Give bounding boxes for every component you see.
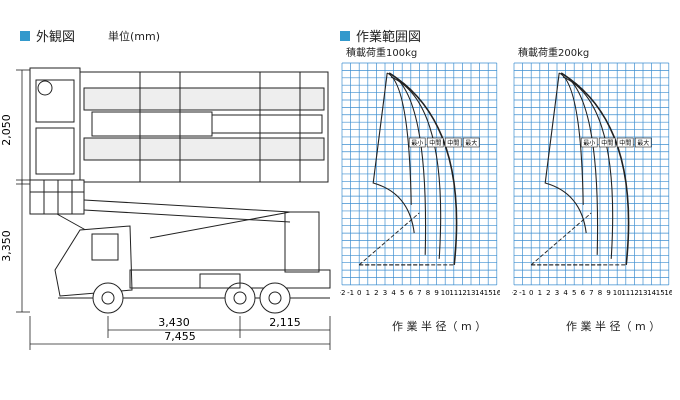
boom-line bbox=[530, 212, 592, 266]
section-marker-icon bbox=[340, 30, 350, 41]
exterior-title: 外観図 bbox=[36, 30, 76, 45]
exterior-drawing: 2,050 3,350 3,430 bbox=[0, 67, 331, 350]
envelope-label: 中間 bbox=[601, 139, 613, 147]
envelope-label: 最大 bbox=[637, 139, 649, 147]
tick-label: 2 bbox=[546, 289, 550, 297]
tick-label: 4 bbox=[391, 289, 396, 297]
xaxis-label: 作 業 半 径（ m ） bbox=[392, 320, 487, 333]
width-dimension bbox=[16, 69, 30, 185]
tick-label: 14 bbox=[475, 289, 484, 297]
tick-label: 12 bbox=[458, 289, 467, 297]
range-title: 作業範囲図 bbox=[356, 30, 422, 45]
range-envelope-line bbox=[390, 76, 442, 259]
range-envelope-line bbox=[372, 72, 415, 234]
tick-label: 5 bbox=[572, 289, 576, 297]
envelope-label: 中間 bbox=[429, 139, 441, 147]
tick-label: 1 bbox=[366, 289, 370, 297]
tick-label: 15 bbox=[484, 289, 493, 297]
length-dimension bbox=[29, 316, 331, 350]
range-envelope-line bbox=[388, 72, 427, 255]
tick-label: 13 bbox=[639, 289, 648, 297]
range-envelope-line bbox=[560, 72, 599, 255]
tick-label: 0 bbox=[357, 289, 361, 297]
xaxis-label: 作 業 半 径（ m ） bbox=[566, 320, 661, 333]
tick-label: -1 bbox=[347, 289, 354, 297]
range-panel-100: 積載荷重100kg -2-1012345678910111213141516最小… bbox=[339, 44, 502, 333]
tick-label: 1 bbox=[538, 289, 542, 297]
tick-label: 8 bbox=[598, 289, 602, 297]
envelope-label: 最小 bbox=[583, 139, 595, 147]
envelope-label-box bbox=[616, 137, 634, 148]
tick-label: 16 bbox=[664, 289, 672, 297]
tick-label: 0 bbox=[529, 289, 533, 297]
envelope-label-box bbox=[444, 137, 462, 148]
envelope-label-box bbox=[426, 137, 444, 148]
height-value: 3,350 bbox=[0, 230, 13, 262]
tick-label: 8 bbox=[426, 289, 430, 297]
tick-label: 9 bbox=[434, 289, 438, 297]
range-panel-200: 積載荷重200kg -2-1012345678910111213141516最小… bbox=[511, 44, 674, 333]
tick-label: 10 bbox=[441, 289, 450, 297]
width-value: 2,050 bbox=[0, 114, 13, 146]
range-envelope-line bbox=[560, 72, 630, 265]
tick-label: 7 bbox=[589, 289, 593, 297]
tick-label: 7 bbox=[417, 289, 421, 297]
range-envelope-line bbox=[386, 72, 412, 205]
tick-label: 3 bbox=[555, 289, 559, 297]
envelope-label-box bbox=[462, 137, 480, 148]
section-marker-icon bbox=[20, 30, 30, 41]
tick-label: 5 bbox=[400, 289, 404, 297]
tick-label: 9 bbox=[606, 289, 610, 297]
panel-title: 積載荷重200kg bbox=[518, 48, 590, 59]
height-dimension bbox=[16, 179, 30, 313]
envelope-label-box bbox=[598, 137, 616, 148]
envelope-label-box bbox=[408, 137, 426, 148]
envelope-label: 中間 bbox=[447, 139, 459, 147]
front-value: 3,430 bbox=[158, 316, 190, 329]
range-envelope-line bbox=[562, 76, 614, 259]
tick-label: -2 bbox=[512, 289, 517, 297]
tick-label: 6 bbox=[409, 289, 414, 297]
tick-label: 10 bbox=[613, 289, 622, 297]
boom-line bbox=[358, 212, 420, 266]
truck-side-view bbox=[29, 179, 331, 314]
tick-label: 12 bbox=[630, 289, 639, 297]
tick-label: 3 bbox=[383, 289, 387, 297]
tick-label: 14 bbox=[647, 289, 656, 297]
envelope-label: 最大 bbox=[465, 139, 477, 147]
range-heading: 作業範囲図 bbox=[340, 26, 421, 45]
tick-label: 11 bbox=[621, 289, 630, 297]
range-envelope-line bbox=[388, 72, 458, 265]
envelope-label: 最小 bbox=[411, 139, 423, 147]
tick-label: -1 bbox=[519, 289, 526, 297]
length-value: 7,455 bbox=[164, 330, 196, 343]
tick-label: 15 bbox=[656, 289, 665, 297]
rear-value: 2,115 bbox=[269, 316, 301, 329]
unit-label: 単位(mm) bbox=[108, 30, 161, 43]
panel-title: 積載荷重100kg bbox=[346, 48, 418, 59]
tick-label: 11 bbox=[449, 289, 458, 297]
envelope-label-box bbox=[580, 137, 598, 148]
range-envelope-line bbox=[558, 72, 584, 205]
tick-label: -2 bbox=[340, 289, 345, 297]
tick-label: 16 bbox=[492, 289, 500, 297]
tick-label: 13 bbox=[467, 289, 476, 297]
tick-label: 4 bbox=[563, 289, 568, 297]
envelope-label: 中間 bbox=[619, 139, 631, 147]
tick-label: 2 bbox=[374, 289, 378, 297]
range-envelope-line bbox=[544, 72, 587, 234]
exterior-heading: 外観図 bbox=[20, 26, 75, 45]
tick-label: 6 bbox=[581, 289, 586, 297]
truck-top-view bbox=[29, 67, 329, 187]
envelope-label-box bbox=[634, 137, 652, 148]
